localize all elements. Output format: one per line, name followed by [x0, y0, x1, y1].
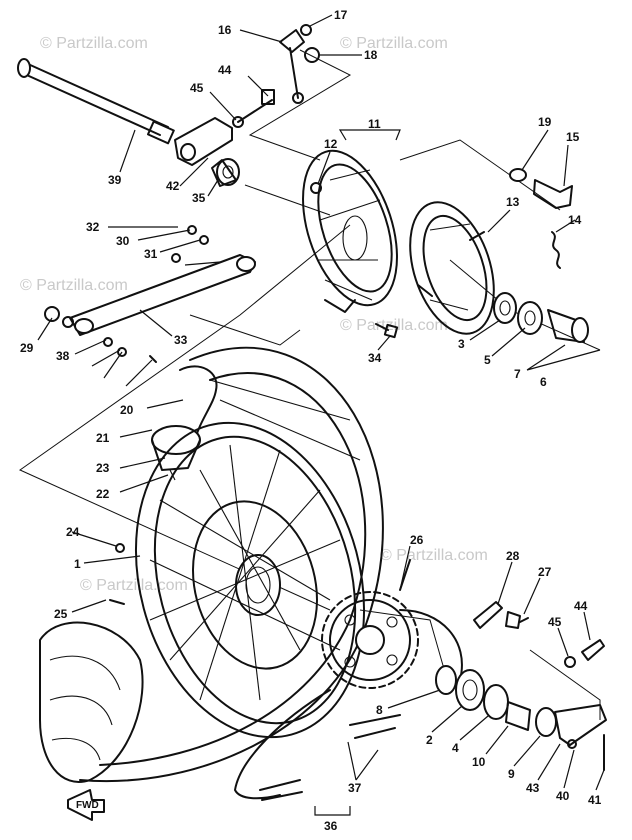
callout-10: 10 [472, 755, 486, 769]
callout-14: 14 [568, 213, 582, 227]
callout-17: 17 [334, 8, 348, 22]
watermarks: © Partzilla.com © Partzilla.com © Partzi… [20, 35, 488, 594]
callout-42: 42 [166, 179, 180, 193]
collar [211, 158, 240, 187]
callout-21: 21 [96, 431, 110, 445]
callout-16: 16 [218, 23, 232, 37]
callout-35: 35 [192, 191, 206, 205]
callout-41: 41 [588, 793, 602, 807]
sprocket [321, 559, 419, 689]
callout-45-lower: 45 [548, 615, 562, 629]
callout-26: 26 [410, 533, 424, 547]
watermark: © Partzilla.com [380, 547, 488, 564]
brake-shoe-plate [302, 149, 398, 313]
tube-and-rim-band [151, 365, 218, 481]
callout-44: 44 [218, 63, 232, 77]
callout-labels: 16 17 18 44 45 11 12 19 15 39 42 35 13 1… [20, 8, 602, 833]
callout-20: 20 [120, 403, 134, 417]
watermark: © Partzilla.com [40, 35, 148, 52]
leader-lines [37, 14, 605, 816]
callout-23: 23 [96, 461, 110, 475]
forward-indicator: FWD [67, 789, 105, 821]
callout-28: 28 [506, 549, 520, 563]
callout-11: 11 [368, 117, 381, 131]
sprocket-hub-parts [435, 665, 607, 771]
watermark: © Partzilla.com [80, 577, 188, 594]
callout-9: 9 [508, 767, 515, 781]
watermark: © Partzilla.com [340, 317, 448, 334]
callout-12: 12 [324, 137, 338, 151]
callout-19: 19 [538, 115, 552, 129]
callout-25: 25 [54, 607, 68, 621]
callout-43: 43 [526, 781, 540, 795]
callout-27: 27 [538, 565, 552, 579]
watermark: © Partzilla.com [340, 35, 448, 52]
callout-1: 1 [74, 557, 81, 571]
callout-36: 36 [324, 819, 338, 833]
callout-45: 45 [190, 81, 204, 95]
callout-32: 32 [86, 220, 100, 234]
brake-shoes [409, 201, 495, 335]
drive-chain [234, 609, 463, 801]
rear-wheel [39, 346, 384, 783]
callout-38: 38 [56, 349, 70, 363]
callout-44-lower: 44 [574, 599, 588, 613]
callout-7: 7 [514, 367, 521, 381]
hub-spacers [493, 292, 589, 343]
watermark: © Partzilla.com [20, 277, 128, 294]
callout-37: 37 [348, 781, 362, 795]
callout-31: 31 [144, 247, 158, 261]
callout-5: 5 [484, 353, 491, 367]
callout-4: 4 [452, 741, 459, 755]
callout-29: 29 [20, 341, 34, 355]
callout-39: 39 [108, 173, 122, 187]
fwd-label: FWD [76, 800, 99, 811]
axle-holder [174, 89, 275, 166]
callout-18: 18 [364, 48, 378, 62]
brake-cam [509, 168, 573, 269]
tension-bar [279, 24, 320, 104]
callout-30: 30 [116, 234, 130, 248]
callout-8: 8 [376, 703, 383, 717]
callout-22: 22 [96, 487, 110, 501]
callout-6: 6 [540, 375, 547, 389]
callout-2: 2 [426, 733, 433, 747]
axle [17, 58, 175, 145]
callout-34: 34 [368, 351, 382, 365]
callout-15: 15 [566, 130, 580, 144]
assembly-lines [18, 49, 601, 720]
callout-40: 40 [556, 789, 570, 803]
callout-13: 13 [506, 195, 520, 209]
callout-3: 3 [458, 337, 465, 351]
chain-adjuster [473, 601, 605, 668]
callout-33: 33 [174, 333, 188, 347]
torque-arm [44, 225, 256, 363]
callout-24: 24 [66, 525, 80, 539]
